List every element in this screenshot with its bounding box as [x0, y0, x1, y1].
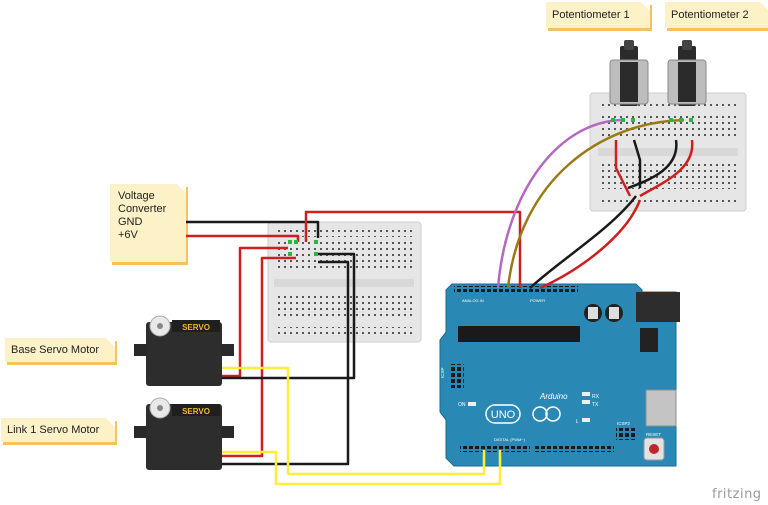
tx-label: TX [592, 402, 599, 408]
pot2-red-wire [639, 139, 694, 198]
atmega-chip [458, 326, 580, 342]
arduino-uno-board: UNO Arduino ON L TX RX RESET ICSP ICSP2 … [439, 283, 680, 467]
base-servo-red-wire [222, 246, 288, 378]
pot1-signal-wire [496, 118, 625, 289]
link1-servo-text: SERVO [182, 407, 210, 416]
voltage-converter-line-3: GND [118, 216, 143, 228]
base-servo-text: SERVO [182, 323, 210, 332]
potentiometer-breadboard [589, 92, 747, 212]
potentiometer-2-label: Potentiometer 2 [671, 9, 749, 21]
icsp2-header [616, 428, 636, 440]
rx-label: RX [592, 394, 600, 400]
potentiometer-2 [667, 40, 707, 106]
analog-header [454, 286, 518, 292]
connection-markers [288, 118, 693, 256]
link1-servo: SERVO [134, 397, 234, 470]
voltage-converter-line-2: Converter [118, 203, 167, 215]
power-label: POWER [530, 298, 545, 303]
on-label: ON [458, 402, 466, 408]
pot1-red-wire [614, 140, 632, 197]
digital-header-low [460, 446, 530, 452]
potentiometer-1-label: Potentiometer 1 [552, 9, 630, 21]
fritzing-brand: fritzing [712, 487, 762, 502]
base-servo-signal-wire [222, 366, 486, 476]
potentiometer-1-note: Potentiometer 1 [546, 2, 650, 28]
link1-servo-note: Link 1 Servo Motor [1, 418, 115, 442]
uno-logo: UNO [491, 409, 516, 421]
red-power-wire [304, 210, 522, 288]
power-jack [636, 292, 680, 322]
link1-servo-red-wire [222, 256, 296, 458]
icsp2-label: ICSP2 [617, 421, 631, 426]
gnd-input-wire [186, 220, 320, 238]
icsp-label: ICSP [440, 367, 445, 378]
base-servo-note: Base Servo Motor [5, 338, 115, 362]
digital-label: DIGITAL (PWM~) [494, 437, 526, 442]
digital-header-high [534, 446, 614, 452]
arduino-brand: Arduino [539, 392, 568, 401]
potentiometer-1 [609, 40, 649, 106]
pot-gnd-wire [529, 195, 637, 289]
reset-label: RESET [646, 432, 661, 437]
voltage-converter-line-1: Voltage [118, 190, 155, 202]
icsp-header [450, 364, 464, 388]
l-label: L [576, 419, 579, 425]
base-servo-label: Base Servo Motor [11, 344, 100, 356]
link1-servo-label: Link 1 Servo Motor [7, 424, 100, 436]
analog-in-label: ANALOG IN [462, 298, 484, 303]
power-header [518, 286, 578, 292]
voltage-converter-line-4: +6V [118, 229, 138, 241]
voltage-converter-note: Voltage Converter GND +6V [110, 184, 186, 262]
pot2-black-wire [627, 139, 678, 190]
potentiometer-2-note: Potentiometer 2 [665, 2, 768, 28]
pot-vcc-wire [539, 199, 642, 290]
pot2-signal-wire [506, 118, 685, 289]
link1-servo-signal-wire [222, 450, 502, 486]
base-servo: SERVO [134, 315, 234, 386]
pot1-black-wire [632, 139, 642, 188]
usb-port [645, 389, 677, 427]
link1-servo-black-wire [222, 260, 350, 466]
